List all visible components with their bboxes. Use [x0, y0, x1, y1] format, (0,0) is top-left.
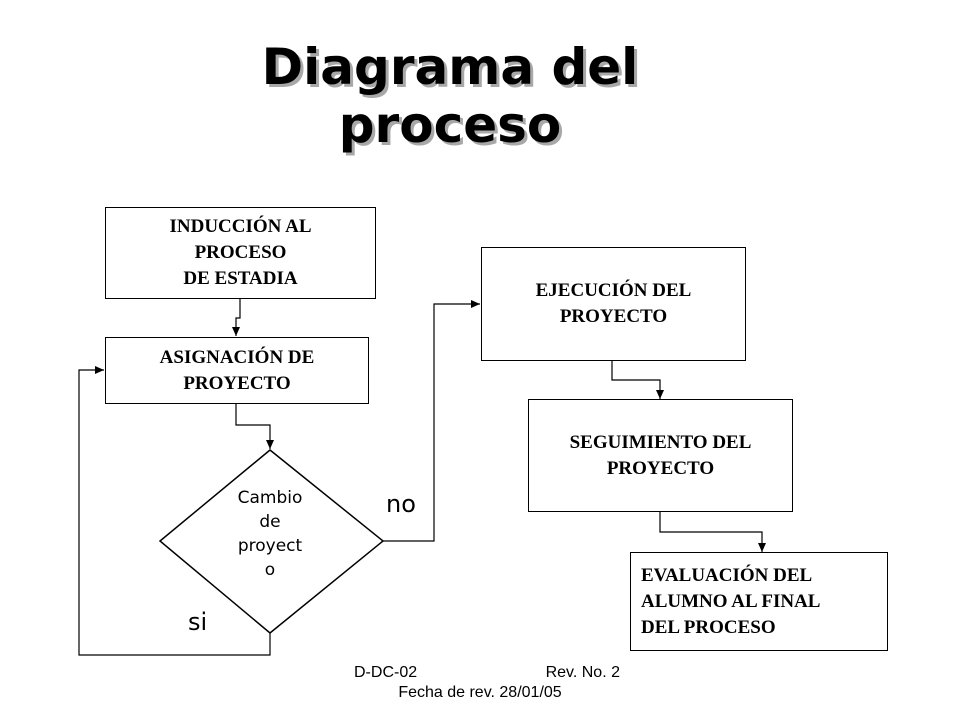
node-evaluacion: EVALUACIÓN DEL ALUMNO AL FINAL DEL PROCE… [630, 552, 888, 651]
node-induccion: INDUCCIÓN AL PROCESO DE ESTADIA [105, 207, 376, 299]
footer-code: D-DC-02 [354, 664, 418, 681]
connector-si-loop [78, 366, 271, 656]
node-asignacion: ASIGNACIÓN DE PROYECTO [105, 337, 369, 404]
edge-label-si: si [188, 608, 208, 636]
node-seguimiento: SEGUIMIENTO DEL PROYECTO [528, 399, 793, 512]
title-line-2: proceso [338, 96, 562, 154]
connector-induccion-asignacion [232, 298, 241, 336]
title-line-1: Diagrama del [261, 38, 639, 96]
connector-ejecucion-seguimiento [611, 361, 664, 399]
footer-date: Fecha de rev. 28/01/05 [398, 684, 562, 701]
connector-no-ejecucion [383, 300, 480, 542]
edge-label-no: no [386, 490, 416, 518]
footer-revision: Rev. No. 2 [545, 664, 620, 681]
page-title: Diagrama del proceso [150, 38, 750, 154]
connector-seguimiento-evaluacion [659, 512, 766, 552]
decision-label: Cambio de proyect o [237, 488, 303, 580]
footer: D-DC-02 Rev. No. 2 Fecha de rev. 28/01/0… [310, 664, 650, 702]
connector-asignacion-decision [235, 404, 274, 449]
node-ejecucion: EJECUCIÓN DEL PROYECTO [481, 247, 746, 361]
